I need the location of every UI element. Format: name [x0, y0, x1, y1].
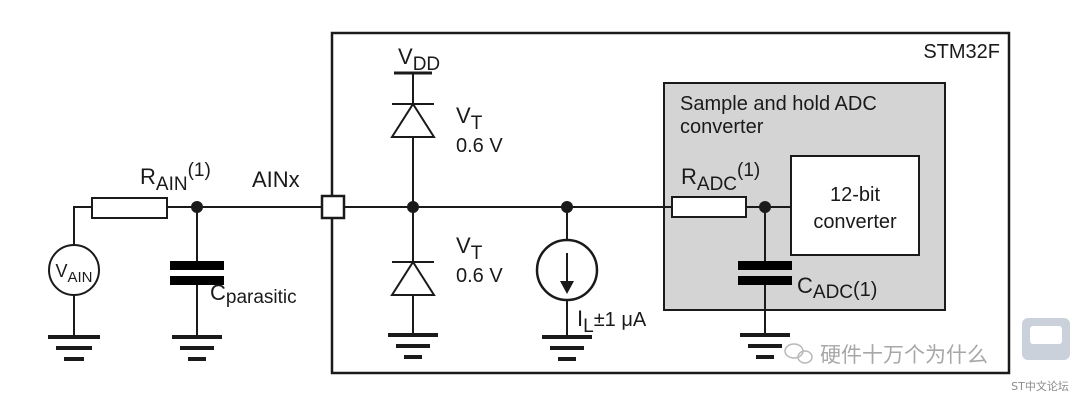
cparasitic-ground-icon	[172, 335, 222, 361]
vdd-label: VDD	[398, 44, 440, 75]
converter-label-line2: converter	[813, 211, 897, 233]
forum-logo-icon	[1022, 318, 1070, 360]
leakage-arrow-head	[560, 281, 574, 294]
cadc-plate-top	[738, 261, 792, 270]
ainx-pin[interactable]	[320, 194, 346, 220]
adc-block-title-line1: Sample and hold ADC	[680, 93, 877, 115]
radc-label: RADC(1)	[681, 160, 760, 195]
adc-block-title-line2: converter	[680, 116, 764, 138]
vain-label: VAIN	[55, 261, 92, 286]
vain-ground-icon	[48, 335, 100, 361]
upper-vt-label: VT	[456, 103, 483, 134]
cadc-label: CADC(1)	[797, 273, 877, 303]
radc-resistor	[671, 196, 747, 218]
watermark-text: 硬件十万个为什么	[820, 343, 988, 367]
rain-label: RAIN(1)	[140, 160, 211, 195]
cparasitic-plate-top	[170, 261, 224, 270]
leakage-ground-icon	[542, 335, 592, 361]
ainx-label: AINx	[252, 167, 300, 192]
lower-vt-value: 0.6 V	[456, 265, 503, 287]
vain-wire	[73, 206, 92, 245]
cadc-plate-bottom	[738, 276, 792, 285]
lower-diode-ground-icon	[388, 333, 438, 359]
upper-vt-value: 0.6 V	[456, 135, 503, 157]
chip-label: STM32F	[923, 41, 1000, 63]
rain-resistor	[91, 197, 168, 219]
cadc-ground-icon	[740, 333, 790, 359]
leakage-label: IL±1 μA	[577, 306, 647, 337]
cparasitic-plate-bottom	[170, 276, 224, 285]
cparasitic-label: Cparasitic	[210, 280, 297, 308]
converter-block	[790, 155, 920, 256]
converter-label-line1: 12-bit	[830, 184, 880, 206]
wechat-icon	[784, 343, 813, 364]
lower-vt-label: VT	[456, 233, 483, 264]
watermark-corner: ST中文论坛	[1011, 379, 1069, 393]
